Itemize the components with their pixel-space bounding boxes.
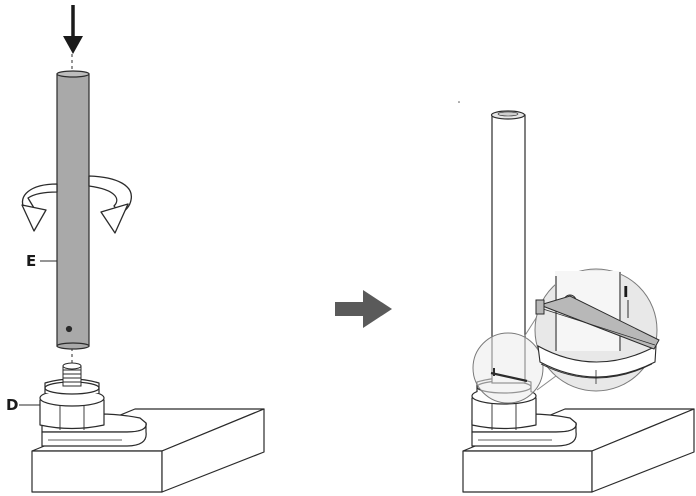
hex-nut-left	[39, 378, 105, 430]
hex-key-magnified	[535, 295, 660, 350]
rotate-icon	[21, 175, 132, 234]
detail-circle-small	[472, 332, 544, 404]
tube-label: E	[26, 252, 36, 270]
base-nut-label: D	[6, 396, 18, 414]
callout-tube: E	[26, 252, 57, 270]
callout-base-nut: D	[6, 396, 40, 414]
callout-hex-key: I	[623, 283, 629, 318]
step-1-panel: E D	[6, 5, 265, 493]
detail-circle-magnified	[534, 268, 660, 392]
speck	[458, 101, 460, 103]
tube-left	[56, 70, 90, 350]
arrow-right-icon	[335, 290, 392, 328]
arrow-down-icon	[63, 5, 83, 54]
step-2-panel: I	[458, 101, 695, 493]
hex-key-label: I	[623, 283, 629, 301]
threaded-stub-left	[62, 362, 82, 387]
